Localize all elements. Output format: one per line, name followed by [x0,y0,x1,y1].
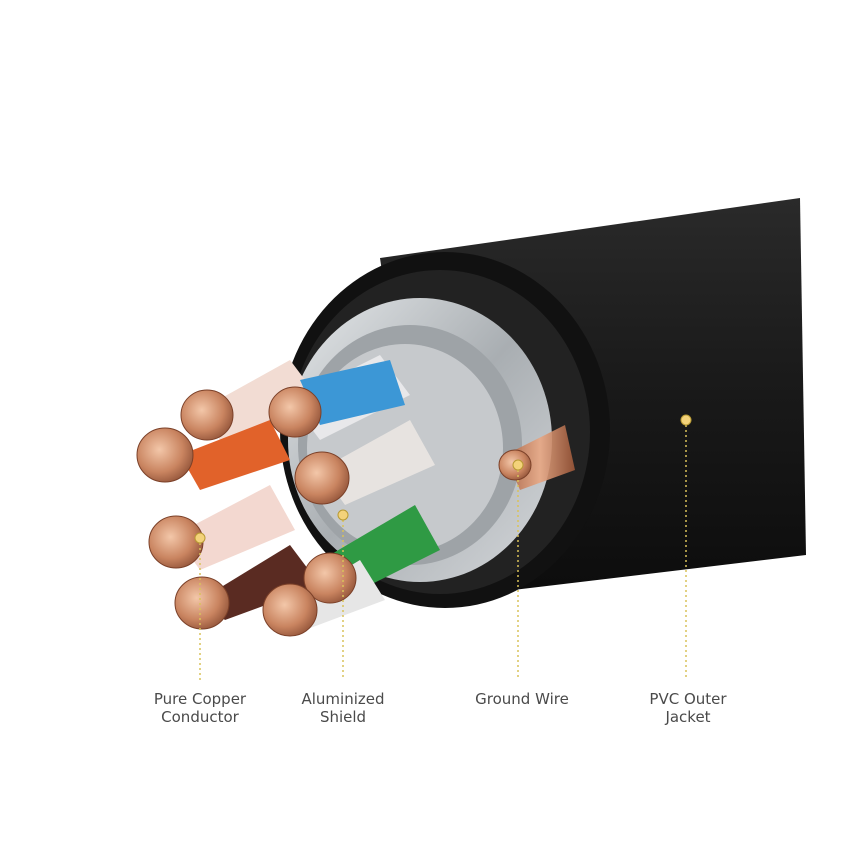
label-line: Shield [319,708,367,726]
label-line: Jacket [665,708,711,726]
label-line: PVC Outer [649,690,727,708]
callout-dot-jacket [680,414,692,426]
callout-dot-ground [512,459,524,471]
label-line: Conductor [161,708,239,726]
copper-conductor [268,386,322,438]
label-pure-copper-conductor: Pure Copper Conductor [115,690,285,726]
label-aluminized-shield: Aluminized Shield [258,690,428,726]
label-pvc-outer-jacket: PVC Outer Jacket [603,690,773,726]
label-line: Aluminized [301,690,385,708]
copper-conductor [148,515,204,569]
wire-insulation [180,420,290,490]
wire-insulation [175,485,295,570]
callout-lines [199,420,687,680]
copper-conductor [180,389,234,441]
wire-insulation [200,545,320,620]
label-line: Pure Copper [153,690,247,708]
label-line: Ground Wire [475,690,569,708]
copper-conductors [136,386,357,637]
label-ground-wire: Ground Wire [437,690,607,708]
callout-dot-shield [337,509,349,521]
callout-dots [194,414,692,544]
copper-conductor [136,427,194,483]
copper-conductor [262,583,318,637]
wire-insulation [300,360,405,425]
copper-conductor [174,576,230,630]
copper-conductor [294,451,350,505]
callout-dot-conductor [194,532,206,544]
wire-insulation [200,360,320,455]
